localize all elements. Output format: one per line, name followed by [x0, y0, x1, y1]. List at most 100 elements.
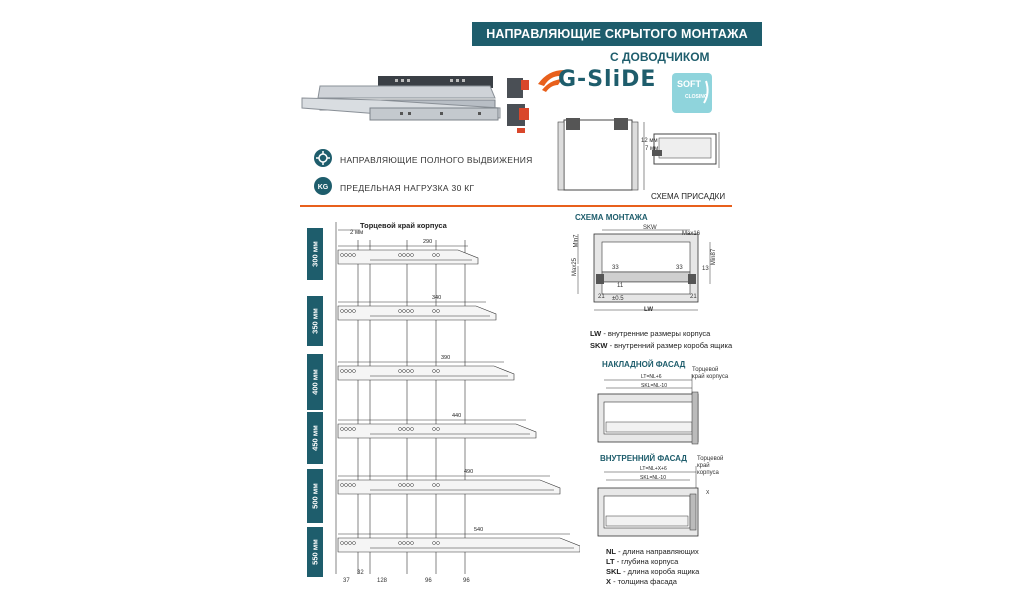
bottom-dim-5: 96 — [463, 578, 470, 584]
soft-badge-top: SOFT — [677, 79, 701, 89]
mounting-hole — [348, 369, 352, 373]
legend-lw: LW - внутренние размеры корпуса — [590, 329, 711, 338]
soft-badge-bottom: CLOSING — [685, 94, 708, 100]
mounting-hole — [410, 483, 414, 487]
mounting-hole — [348, 483, 352, 487]
mounting-hole — [398, 541, 402, 545]
runner-profile — [337, 479, 561, 495]
presadki-caption: СХЕМА ПРИСАДКИ — [651, 192, 726, 201]
mounting-hole — [344, 541, 348, 545]
mounting-hole — [352, 369, 356, 373]
mounting-hole-diagram — [557, 118, 720, 191]
mounting-hole — [398, 369, 402, 373]
mounting-hole — [340, 253, 344, 257]
mounting-hole — [402, 253, 406, 257]
mounting-hole — [410, 541, 414, 545]
mounting-hole — [352, 427, 356, 431]
mounting-hole — [406, 541, 410, 545]
mounting-hole — [432, 309, 436, 313]
presadki-dim-a: 12 мм — [641, 138, 658, 144]
mounting-hole — [402, 427, 406, 431]
size-label-450: 450 мм — [307, 412, 323, 464]
page-title: НАПРАВЛЯЮЩИЕ СКРЫТОГО МОНТАЖА — [472, 22, 762, 46]
mounting-hole — [410, 369, 414, 373]
mounting-hole — [340, 541, 344, 545]
mounting-hole — [436, 369, 440, 373]
inset-edge-label: Торцевой край корпуса — [697, 456, 724, 476]
inset-facade-title: ВНУТРЕННИЙ ФАСАД — [600, 454, 687, 463]
legend-skl: SKL - длина короба ящика — [606, 567, 700, 576]
size-label-500: 500 мм — [307, 469, 323, 523]
kg-weight-icon: KG — [314, 177, 332, 195]
overlay-edge-label: Торцевой край корпуса — [692, 367, 729, 380]
runner-row: 390 — [337, 355, 515, 381]
locking-device-photo — [507, 78, 529, 133]
mounting-hole — [402, 309, 406, 313]
runner-length-label: 340 — [432, 295, 441, 301]
gear-arrows-icon — [314, 149, 332, 167]
brand-logo: G-SliDE — [558, 67, 657, 92]
mounting-hole — [432, 253, 436, 257]
mounting-hole — [398, 483, 402, 487]
mounting-hole — [398, 253, 402, 257]
runner-profile — [337, 365, 515, 381]
dim-11: 11 — [617, 283, 624, 289]
inset-dim3: X — [706, 490, 710, 496]
mounting-hole — [432, 369, 436, 373]
mounting-hole — [406, 427, 410, 431]
feature-max-load: ПРЕДЕЛЬНАЯ НАГРУЗКА 30 КГ — [340, 183, 475, 193]
size-label-550: 550 мм — [307, 527, 323, 577]
mounting-hole — [352, 541, 356, 545]
dim-max16: Max16 — [682, 231, 701, 237]
legend-x: X - толщина фасада — [606, 577, 677, 586]
mounting-hole — [436, 253, 440, 257]
dim-skw: SKW — [643, 225, 657, 231]
mounting-hole — [406, 253, 410, 257]
legend-lt: LT - глубина корпуса — [606, 557, 679, 566]
logo-swoosh-icon — [538, 70, 564, 92]
mounting-hole — [352, 309, 356, 313]
mount-schema-diagram — [577, 229, 711, 311]
runner-length-label: 540 — [474, 527, 483, 533]
mounting-hole — [402, 541, 406, 545]
mounting-hole — [406, 369, 410, 373]
dim-33-right: 33 — [676, 265, 683, 271]
mounting-hole — [340, 309, 344, 313]
mounting-hole — [432, 483, 436, 487]
size-label-300: 300 мм — [307, 228, 323, 280]
mounting-hole — [344, 309, 348, 313]
runner-profile — [337, 537, 580, 553]
mounting-hole — [398, 427, 402, 431]
runner-profile — [337, 305, 497, 321]
dim-33-left: 33 — [612, 265, 619, 271]
runner-profile — [337, 249, 479, 265]
bottom-dim-3: 128 — [377, 578, 388, 584]
mounting-hole — [352, 483, 356, 487]
runner-row: 490 — [337, 469, 561, 495]
mounting-hole — [410, 427, 414, 431]
overlay-facade-title: НАКЛАДНОЙ ФАСАД — [602, 360, 686, 369]
inset-dim1: LT=NL+X+6 — [640, 466, 667, 472]
dim-13: 13 — [702, 266, 709, 272]
mounting-hole — [344, 253, 348, 257]
runner-length-label: 490 — [464, 469, 473, 475]
bottom-dim-2: 32 — [357, 570, 364, 576]
mounting-hole — [402, 483, 406, 487]
mounting-hole — [406, 483, 410, 487]
dim-min7: Min7 — [573, 234, 580, 248]
mounting-hole — [410, 309, 414, 313]
dim-max25: Max25 — [572, 257, 579, 277]
mounting-hole — [344, 369, 348, 373]
mounting-hole — [398, 309, 402, 313]
mounting-hole — [432, 541, 436, 545]
mounting-hole — [436, 541, 440, 545]
runner-row: 540 — [337, 527, 580, 553]
runner-profile — [337, 423, 537, 439]
mounting-hole — [344, 427, 348, 431]
mounting-hole — [348, 309, 352, 313]
mounting-hole — [436, 309, 440, 313]
dim-21-left: 21 — [598, 294, 605, 300]
bottom-dim-1: 37 — [343, 578, 350, 584]
runner-length-label: 290 — [423, 239, 432, 245]
